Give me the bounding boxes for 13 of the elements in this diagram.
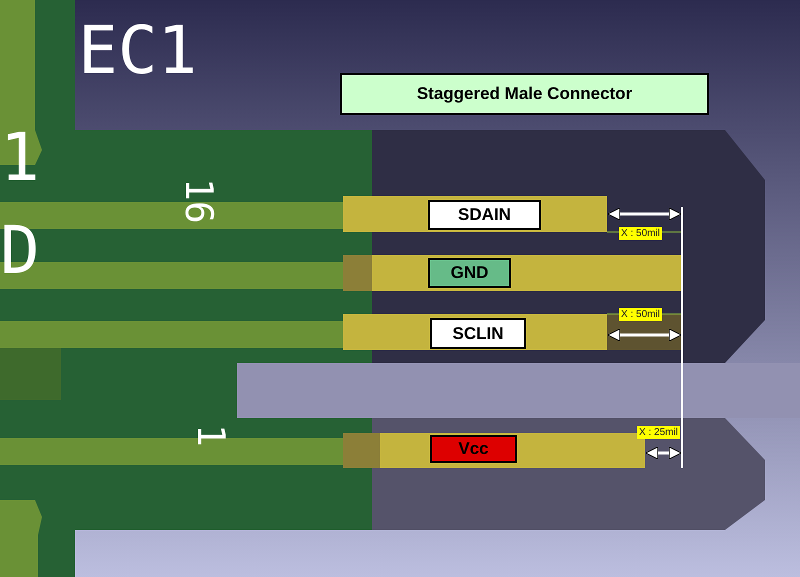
component-designator: EC1 [78,18,198,84]
pin-label-box: SCLIN [430,318,526,349]
pin-label-box: SDAIN [428,200,541,230]
title-box: Staggered Male Connector [340,73,709,115]
pin-label-box: Vcc [430,435,517,463]
silkscreen-text: D [0,218,40,284]
pin-number: 16 [180,178,218,224]
pin-label-box: GND [428,258,511,288]
silkscreen-text: 1 [0,125,40,191]
dimension-label: X : 25mil [637,426,680,439]
dimension-label: X : 50mil [619,227,662,240]
dimension-label: X : 50mil [619,308,662,321]
pin-number: 1 [192,424,230,447]
